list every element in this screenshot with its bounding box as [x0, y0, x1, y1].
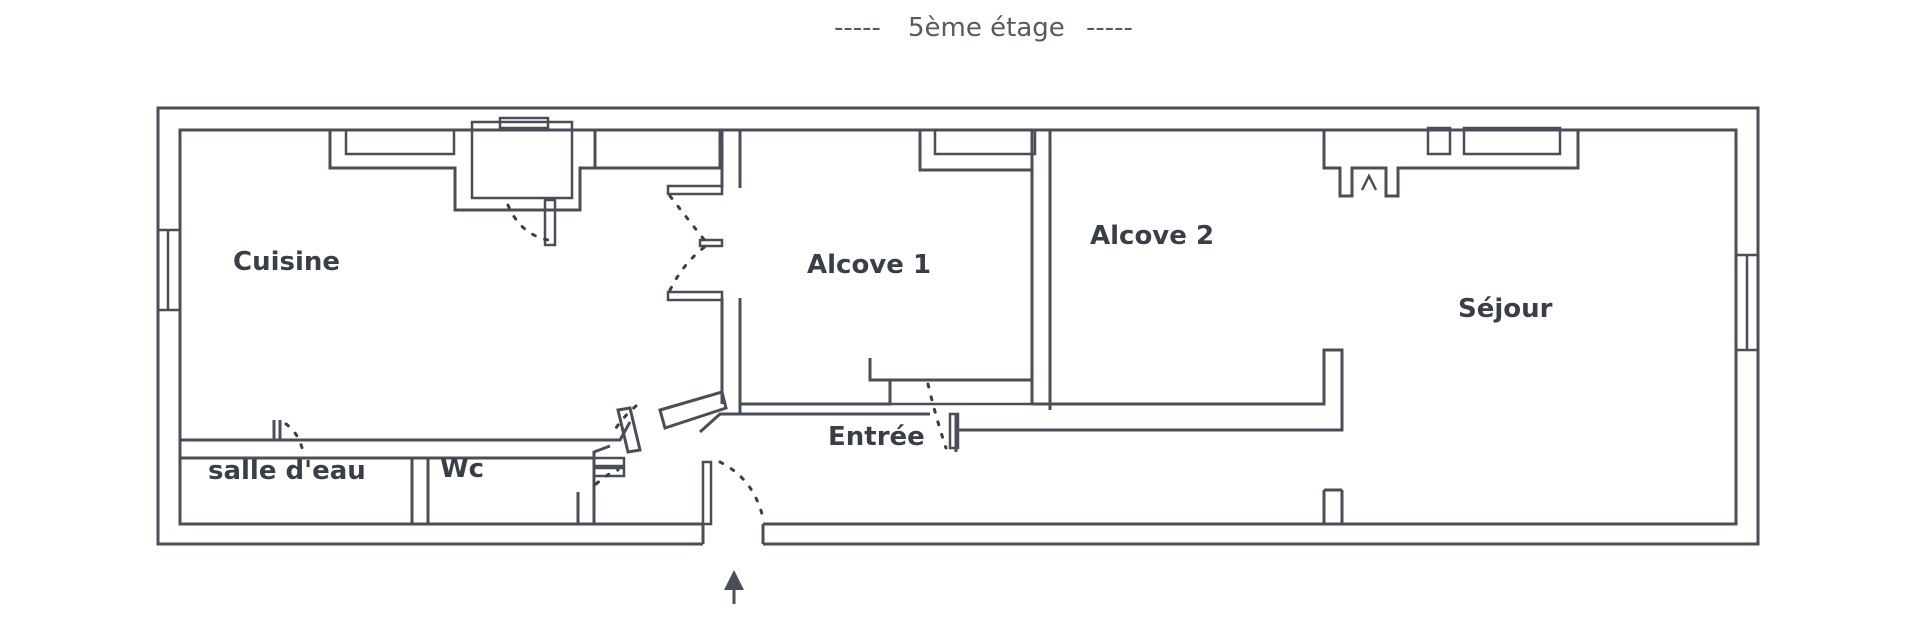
room-label-salle-eau: salle d'eau [208, 456, 366, 486]
living-fixtures [1322, 126, 1580, 524]
door-swing-alcove1-top [668, 194, 708, 244]
door-swing-kitchen-fixture [506, 203, 550, 242]
room-label-entree: Entrée [828, 422, 925, 452]
corridor-walls [658, 390, 960, 450]
door-swings [284, 194, 948, 516]
room-label-sejour: Séjour [1458, 294, 1553, 324]
partition-alcove1-alcove2 [1030, 130, 1052, 406]
arrow-up-icon [724, 570, 744, 604]
door-swing-alcove1-bottom [668, 244, 708, 292]
alcove2-walls [954, 348, 1344, 452]
door-swing-entrance [718, 460, 764, 516]
outer-walls [156, 106, 1760, 546]
room-label-alcove1: Alcove 1 [807, 250, 931, 280]
header-dash-right: ----- [1086, 13, 1133, 43]
door-swing-entree-closet [926, 382, 948, 450]
header-dash-left: ----- [834, 13, 881, 43]
room-label-alcove2: Alcove 2 [1090, 221, 1214, 251]
door-swing-hall [614, 404, 638, 430]
door-swing-wc [594, 468, 620, 486]
room-label-cuisine: Cuisine [233, 247, 340, 277]
floor-title: 5ème étage [908, 13, 1065, 43]
bathroom-walls [178, 406, 713, 526]
door-swing-bathroom [284, 422, 306, 458]
partition-kitchen-alcove1 [666, 130, 742, 404]
kitchen-fixtures [328, 116, 722, 247]
room-label-wc: Wc [440, 454, 484, 484]
